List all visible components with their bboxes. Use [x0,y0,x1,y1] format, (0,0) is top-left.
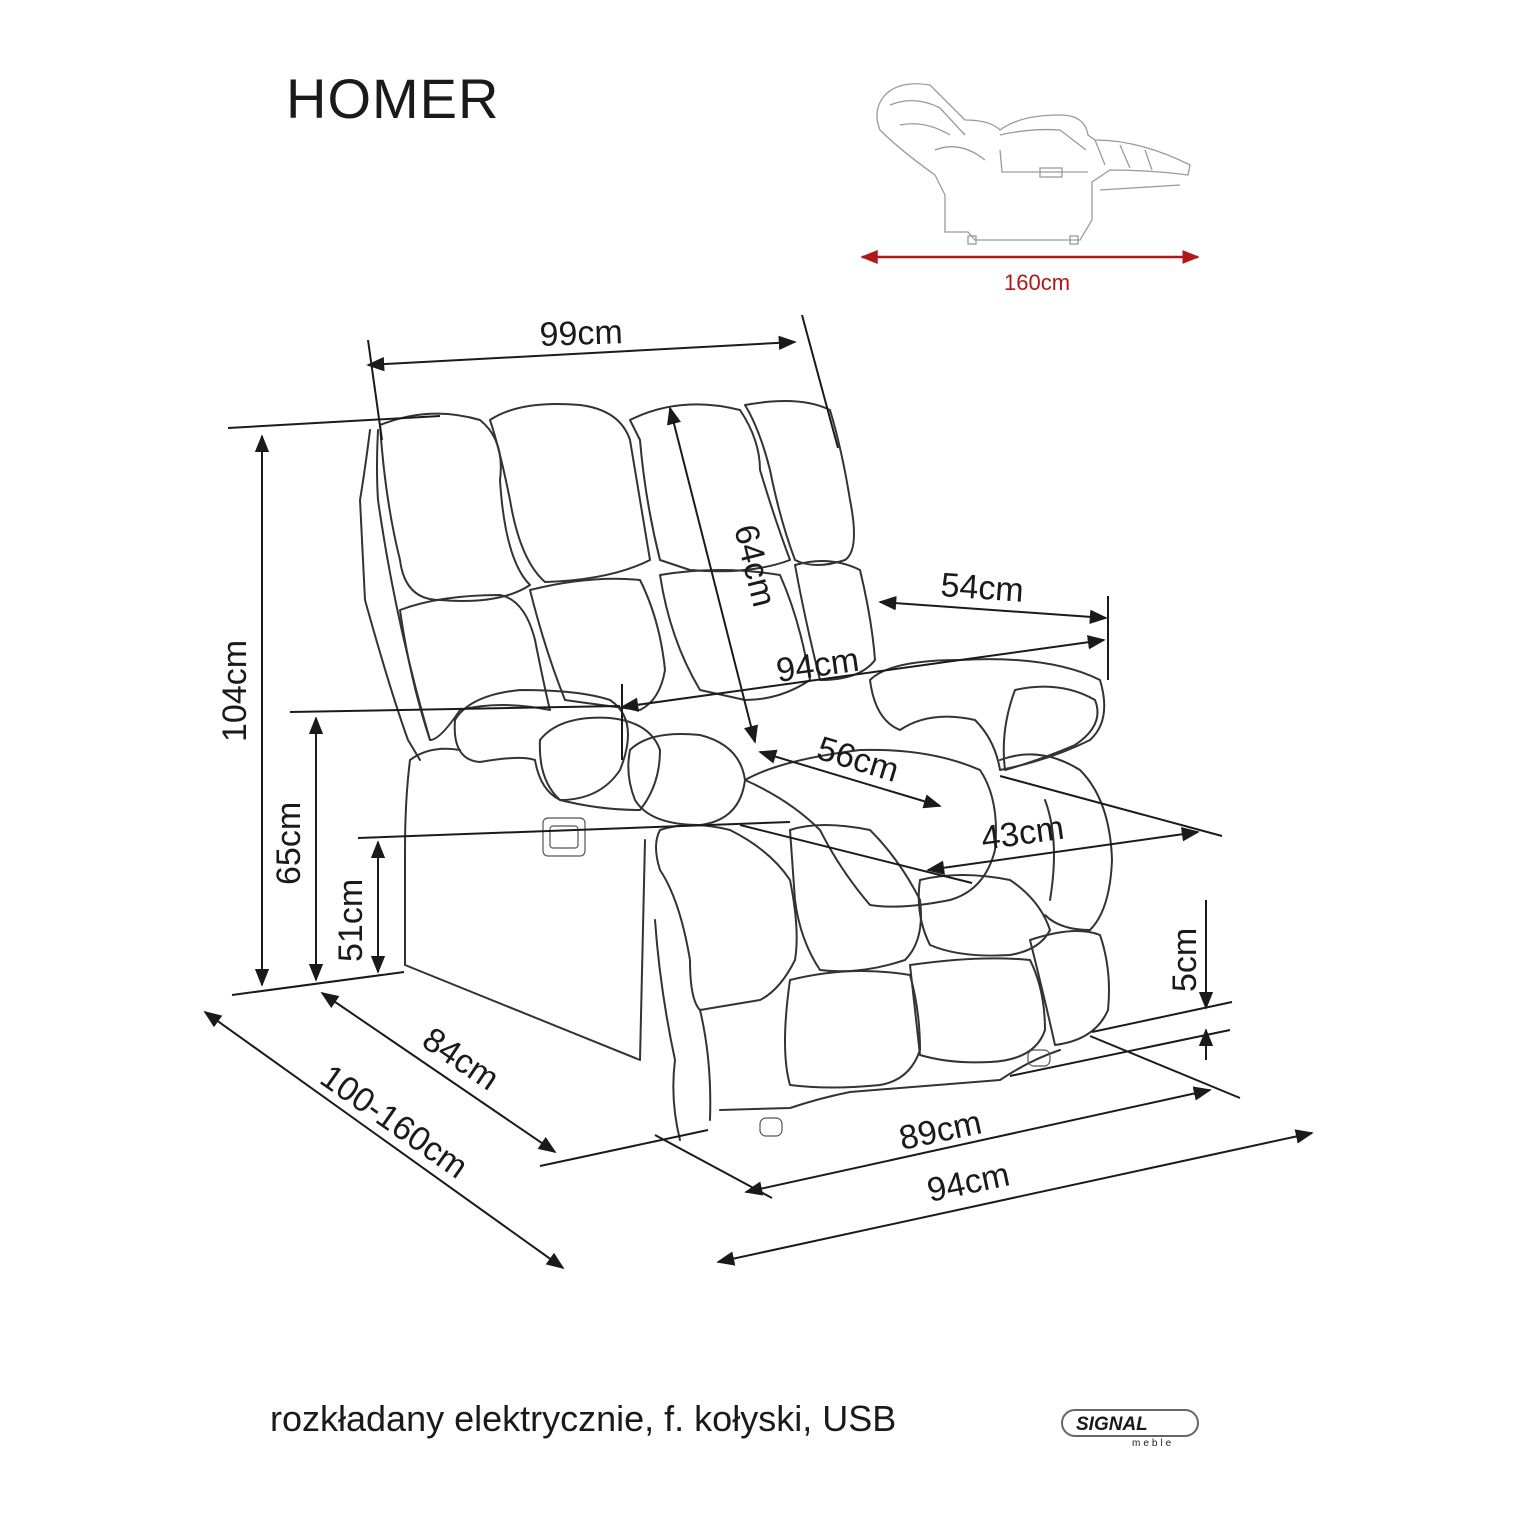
dimension-lines [203,314,1314,1270]
dim-reclined-depth: 100-160cm [313,1057,474,1186]
dim-inner-width: 94cm [774,641,862,690]
recline-length-label: 160cm [1004,270,1070,295]
dim-backrest-height: 64cm [726,521,783,611]
product-caption: rozkładany elektrycznie, f. kołyski, USB [270,1398,897,1439]
dim-total-height: 104cm [216,640,254,742]
logo-subtext: meble [1132,1438,1174,1449]
dim-armrest-depth: 54cm [939,566,1025,610]
reclined-chair-illustration [860,83,1200,264]
signal-logo: SIGNAL meble [1061,1409,1199,1449]
recliner-chair-illustration [359,400,1113,1141]
dim-seat-height: 51cm [332,879,370,962]
dim-armrest-height: 65cm [270,802,308,885]
dim-leg-height: 5cm [1166,928,1204,992]
product-title: HOMER [286,67,500,130]
logo-text: SIGNAL [1076,1414,1148,1435]
dim-top-width: 99cm [539,313,623,354]
dim-base-width: 89cm [896,1103,985,1157]
